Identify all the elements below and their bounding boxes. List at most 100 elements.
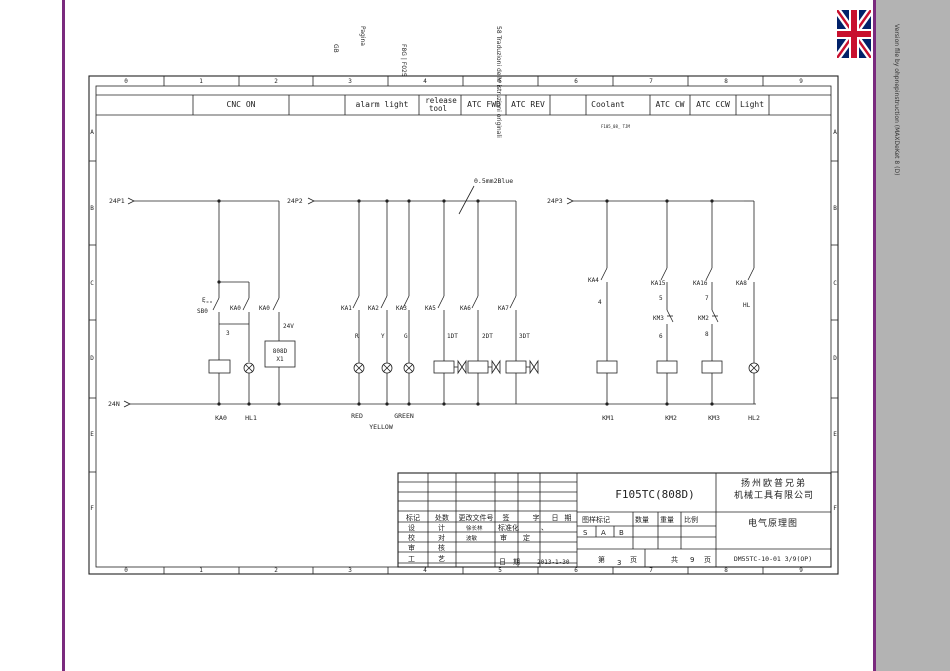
title-block xyxy=(397,472,832,568)
label-ka3: KA3 xyxy=(396,305,407,312)
col-number-top: 5 xyxy=(498,78,502,85)
rotated-note-gb: GB xyxy=(332,44,339,53)
rail-label-24n: 24N xyxy=(108,400,120,408)
row-design-2: 计 xyxy=(438,523,445,532)
label-3dt: 3DT xyxy=(519,333,530,340)
wire-label-24v: 24V xyxy=(283,323,294,330)
row-approve-2: 定 xyxy=(523,533,530,542)
viewer-sidebar-strip xyxy=(876,0,950,671)
section-atc-rev: ATC REV xyxy=(511,100,545,109)
label-ka8: KA8 xyxy=(736,280,747,287)
label-ka2: KA2 xyxy=(368,305,379,312)
row-letter-right: B xyxy=(833,205,837,212)
header-date: 日 xyxy=(552,514,559,522)
col-number-top: 2 xyxy=(274,78,278,85)
drawing-title: 电气原理图 xyxy=(748,517,798,529)
bottom-label-yellow: YELLOW xyxy=(369,423,393,431)
section-coolant: Coolant xyxy=(591,100,625,109)
col-number-top: 4 xyxy=(423,78,427,85)
uk-flag-icon[interactable] xyxy=(834,7,874,61)
row-letter-left: E xyxy=(90,431,94,438)
bottom-label-red: RED xyxy=(351,412,363,420)
bottom-label-hl1: HL1 xyxy=(245,414,257,422)
col-number-bottom: 6 xyxy=(574,567,578,574)
row-standardize: 标准化 xyxy=(498,523,519,532)
mark-s: S xyxy=(583,529,588,537)
bottom-label-km1: KM1 xyxy=(602,414,614,422)
row-letter-right: A xyxy=(833,129,837,136)
sheet-label: 第 xyxy=(598,555,605,564)
bottom-label-hl2: HL2 xyxy=(748,414,760,422)
col-number-bottom: 9 xyxy=(799,567,803,574)
model-number: F105TC(808D) xyxy=(615,488,694,501)
row-letter-left: F xyxy=(90,505,94,512)
row-letter-left: A xyxy=(90,129,94,136)
viewer-right-border xyxy=(873,0,876,671)
row-letter-left: B xyxy=(90,205,94,212)
row-review-1: 审 xyxy=(408,543,415,552)
rail-label-24p3: 24P3 xyxy=(547,197,563,205)
grid-header-quantity: 数量 xyxy=(635,515,649,524)
header-sign: 签 xyxy=(503,513,510,522)
col-number-bottom: 2 xyxy=(274,567,278,574)
row-letter-left: C xyxy=(90,280,94,287)
viewer-left-border xyxy=(62,0,65,671)
branch-solenoid-valves xyxy=(433,201,539,404)
section-header-row xyxy=(96,94,831,116)
frame-column-ticks xyxy=(89,76,838,574)
col-number-bottom: 5 xyxy=(498,567,502,574)
label-ka7: KA7 xyxy=(498,305,509,312)
label-km3-nc: KM3 xyxy=(653,315,664,322)
wire-number-8: 8 xyxy=(705,331,709,338)
rail-label-24p2: 24P2 xyxy=(287,197,303,205)
row-process-1: 工 xyxy=(408,555,415,563)
wire-number-6: 6 xyxy=(659,333,663,340)
row-letter-right: D xyxy=(833,355,837,362)
row-checker-name: 波敏 xyxy=(466,534,478,542)
label-hl: HL xyxy=(743,302,751,309)
label-ka0-contact: KA0 xyxy=(259,305,270,312)
section-atc-ccw: ATC CCW xyxy=(696,100,730,109)
label-y: Y xyxy=(381,333,385,340)
grid-header-marking: 图样标记 xyxy=(582,515,610,524)
rail-label-24p1: 24P1 xyxy=(109,197,125,205)
label-ka16: KA16 xyxy=(693,280,708,287)
box-808d: 808D xyxy=(273,348,288,355)
small-note: F105_08_ TJM xyxy=(601,124,630,129)
label-e: E xyxy=(202,297,206,304)
company-line-1: 扬州欧普兄弟 xyxy=(741,477,807,489)
wire-number-3: 3 xyxy=(226,330,230,337)
label-ka1: KA1 xyxy=(341,305,352,312)
col-number-top: 8 xyxy=(724,78,728,85)
row-design-1: 设 xyxy=(408,523,415,532)
date-value: 2013-1-30 xyxy=(537,559,570,566)
branch-alarm-lights xyxy=(352,201,415,404)
label-1dt: 1DT xyxy=(447,333,458,340)
total-unit: 页 xyxy=(704,556,711,564)
header-sign-2: 字 xyxy=(533,513,540,522)
row-letter-left: D xyxy=(90,355,94,362)
bottom-label-ka0: KA0 xyxy=(215,414,227,422)
drawing-number: DM55TC-10-01 3/9(OP) xyxy=(734,555,812,563)
row-designer-name: 徐长林 xyxy=(466,524,483,532)
label-ka6: KA6 xyxy=(460,305,471,312)
col-number-top: 9 xyxy=(799,78,803,85)
label-2dt: 2DT xyxy=(482,333,493,340)
wire-number-5: 5 xyxy=(659,295,663,302)
branch-motor-contactors xyxy=(596,200,760,404)
sheet-number: 3 xyxy=(617,559,621,567)
frame-outer xyxy=(88,75,839,575)
label-sb0: SB0 xyxy=(197,308,208,315)
col-number-top: 1 xyxy=(199,78,203,85)
mark-a: A xyxy=(601,529,606,537)
wire-number-7: 7 xyxy=(705,295,709,302)
rotated-note-f8g: F8G | F025 xyxy=(400,44,407,77)
label-ka4: KA4 xyxy=(588,277,599,284)
section-atc-fwd: ATC FWD xyxy=(467,100,501,109)
label-ka0-contact: KA0 xyxy=(230,305,241,312)
rotated-note-translation: 58 Traduzioni delle istruzioni originali xyxy=(495,26,502,138)
col-number-bottom: 0 xyxy=(124,567,128,574)
bottom-label-km2: KM2 xyxy=(665,414,677,422)
